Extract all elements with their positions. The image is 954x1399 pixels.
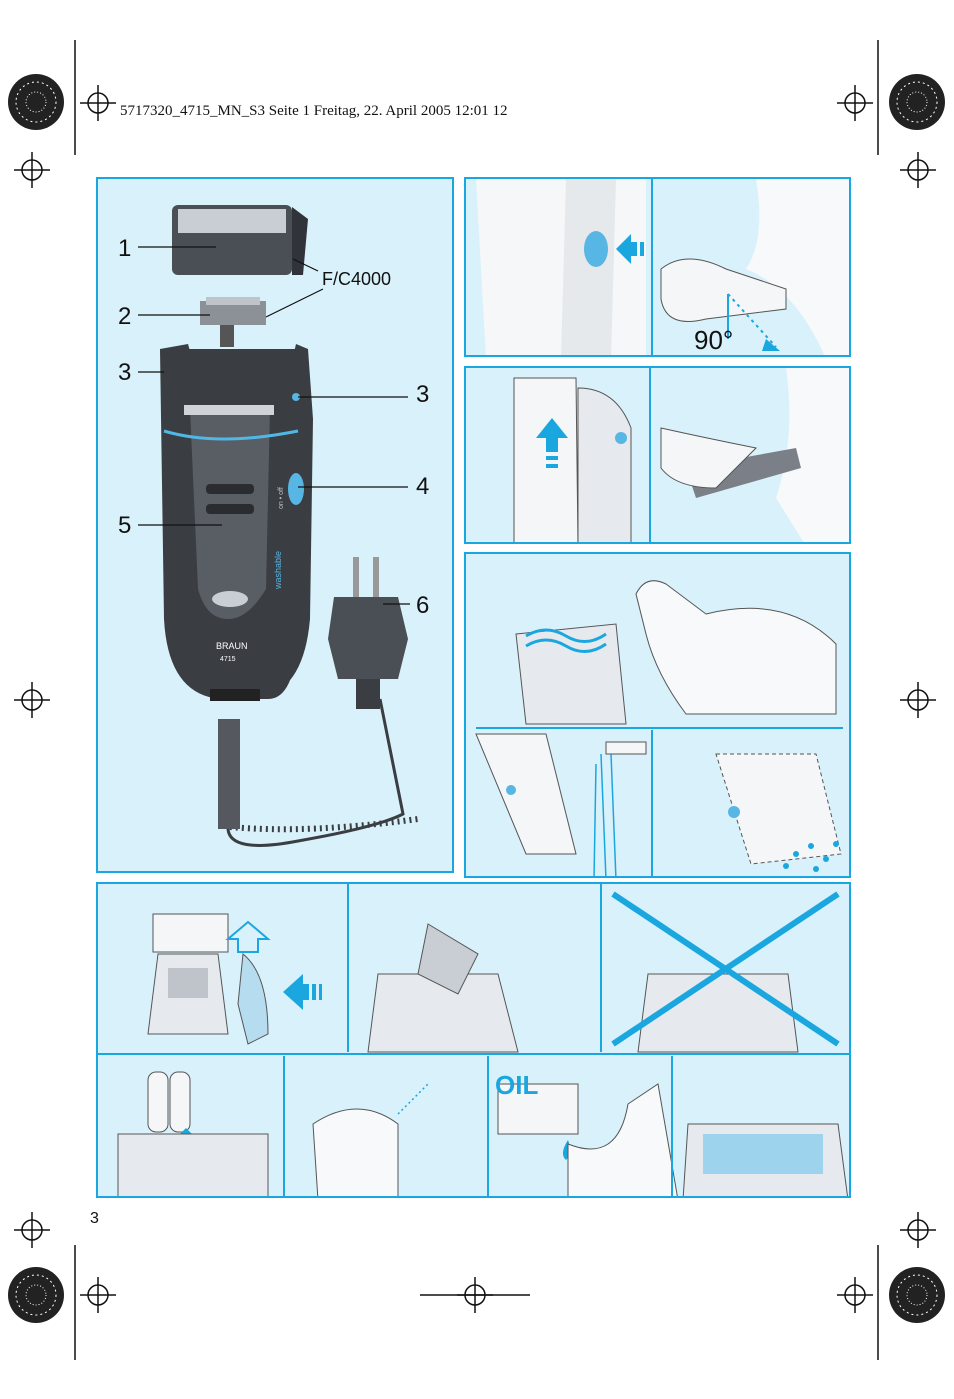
radial-target-bl xyxy=(8,1267,64,1323)
foil-cleaning-panel: OIL xyxy=(96,882,851,1198)
brand-marking: BRAUN xyxy=(216,641,248,651)
foil-cleaning-illustration xyxy=(98,884,849,1196)
part-label-4: 4 xyxy=(416,473,430,500)
power-cord-illustration xyxy=(224,698,419,847)
part-label-1: 1 xyxy=(118,235,132,262)
crosshair-mark-tl xyxy=(80,85,116,121)
crosshair-mark-r3 xyxy=(900,1212,936,1248)
charger-plug-illustration xyxy=(328,557,408,709)
shaver-body-illustration: BRAUN 4715 on • off washable xyxy=(160,344,313,701)
trimmer-panel xyxy=(464,366,851,544)
foil-cutter-model-label: F/C4000 xyxy=(322,269,392,289)
cutter-block-illustration xyxy=(200,297,266,347)
radial-target-br xyxy=(889,1267,945,1323)
crosshair-mark-l2 xyxy=(14,682,50,718)
crosshair-mark-mr xyxy=(900,152,936,188)
crosshair-mark-tr xyxy=(837,85,873,121)
switch-on-panel: 90° xyxy=(464,177,851,357)
switch-marking: on • off xyxy=(278,487,285,509)
part-label-6: 6 xyxy=(416,592,430,619)
crosshair-mark-bl xyxy=(80,1277,116,1313)
radial-target-tl xyxy=(8,74,64,130)
trimmer-illustration xyxy=(513,368,849,542)
crosshair-mark-ml xyxy=(14,152,50,188)
switch-on-illustration xyxy=(476,179,849,355)
part-label-3-right: 3 xyxy=(416,381,430,408)
print-header: 5717320_4715_MN_S3 Seite 1 Freitag, 22. … xyxy=(120,103,508,119)
washable-marking: washable xyxy=(273,551,283,590)
cleaning-panel xyxy=(464,552,851,878)
crosshair-mark-br xyxy=(837,1277,873,1313)
radial-target-tr xyxy=(889,74,945,130)
model-marking: 4715 xyxy=(220,656,236,663)
crosshair-mark-r2 xyxy=(900,682,936,718)
oil-label: OIL xyxy=(495,1070,539,1100)
appliance-plug-illustration xyxy=(218,719,240,829)
part-label-5: 5 xyxy=(118,512,132,539)
crosshair-mark-l3 xyxy=(14,1212,50,1248)
part-label-3-left: 3 xyxy=(118,359,132,386)
parts-overview-panel: BRAUN 4715 on • off washable xyxy=(96,177,454,873)
page-number: 3 xyxy=(90,1210,99,1227)
foil-frame-illustration xyxy=(172,205,308,275)
parts-illustration: BRAUN 4715 on • off washable xyxy=(138,205,419,847)
part-label-2: 2 xyxy=(118,303,132,330)
cleaning-illustration xyxy=(475,580,843,876)
angle-label: 90° xyxy=(694,325,734,355)
